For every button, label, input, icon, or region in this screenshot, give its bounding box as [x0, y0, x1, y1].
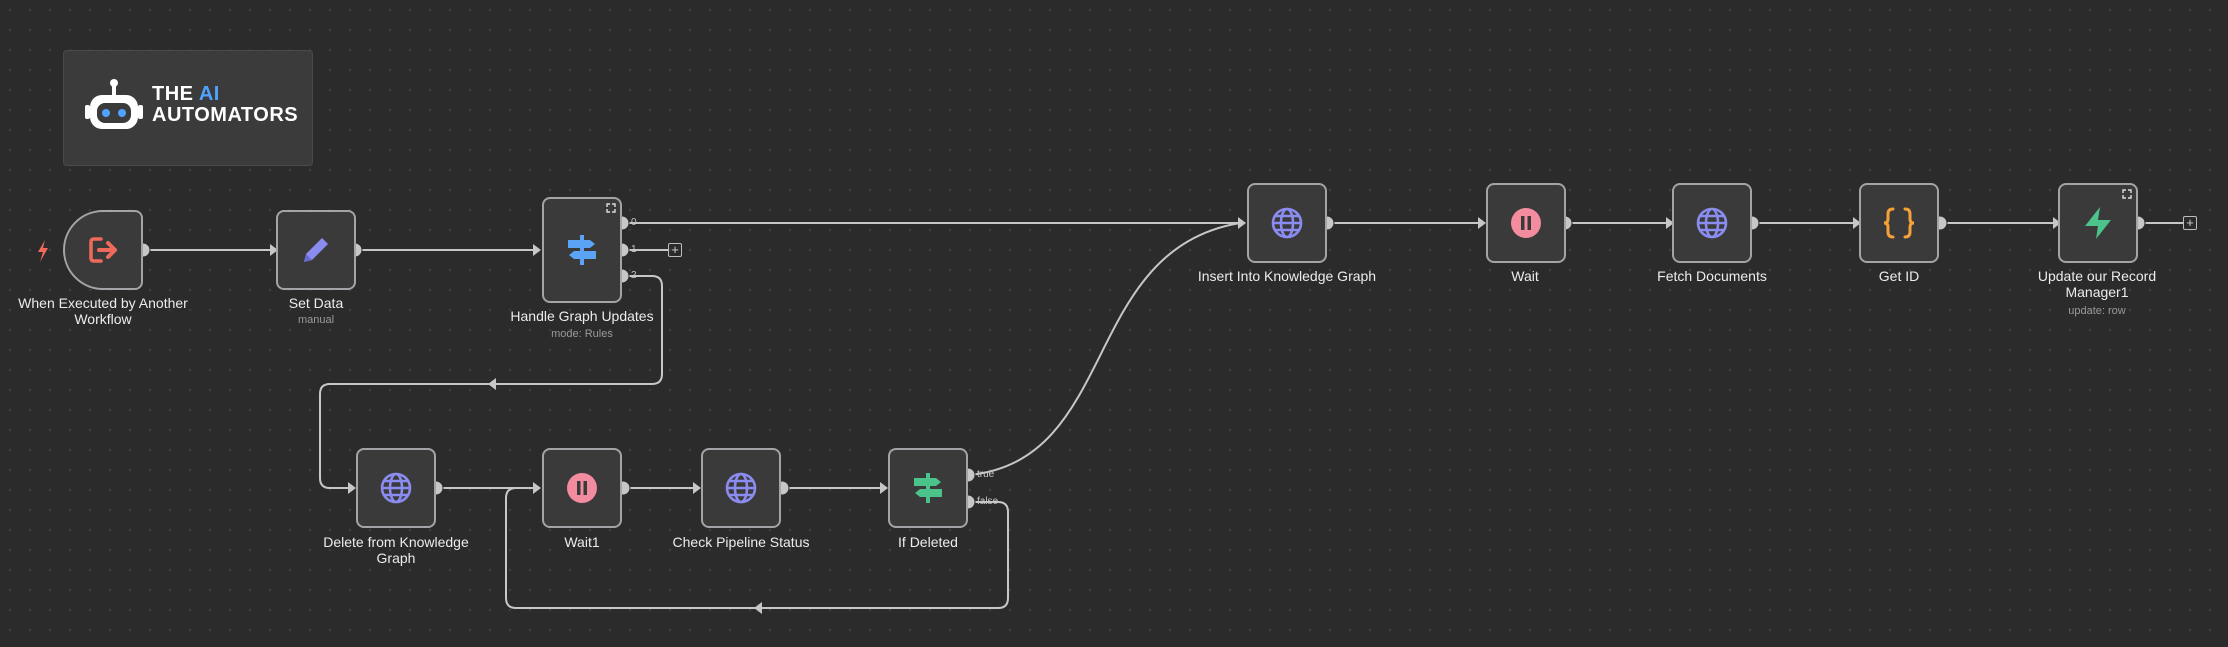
signpost-icon	[914, 473, 942, 503]
signpost-icon	[568, 235, 596, 265]
arrow-icon	[754, 602, 762, 614]
arrow-icon	[533, 244, 541, 256]
arrow-icon	[2053, 217, 2061, 229]
output-label-true: true	[977, 469, 995, 480]
arrow-icon	[348, 482, 356, 494]
lightning-icon	[38, 240, 48, 262]
connection-iftrue-insert	[968, 222, 1241, 476]
expand-icon[interactable]	[2122, 189, 2132, 199]
node-get-id[interactable]	[1859, 183, 1939, 263]
add-node-button[interactable]: +	[668, 243, 682, 257]
supabase-icon	[2085, 207, 2111, 239]
node-wait[interactable]	[1486, 183, 1566, 263]
arrow-icon	[488, 378, 496, 390]
pause-icon	[1511, 208, 1541, 238]
node-update-record-manager[interactable]	[2058, 183, 2138, 263]
pause-icon	[567, 473, 597, 503]
node-label: If Deleted	[898, 534, 958, 550]
expand-icon[interactable]	[606, 203, 616, 213]
node-if-deleted[interactable]	[888, 448, 968, 528]
arrow-icon	[880, 482, 888, 494]
arrow-icon	[1853, 217, 1861, 229]
globe-icon	[1696, 207, 1728, 239]
node-label: Insert Into Knowledge Graph	[1197, 268, 1377, 284]
node-subtitle: update: row	[2068, 305, 2126, 317]
node-check-pipeline-status[interactable]	[701, 448, 781, 528]
add-node-button[interactable]: +	[2183, 216, 2197, 230]
pencil-icon	[304, 238, 328, 262]
node-label: Wait	[1511, 268, 1539, 284]
node-insert-into-knowledge-graph[interactable]	[1247, 183, 1327, 263]
braces-icon	[1883, 207, 1915, 239]
arrow-icon	[1666, 217, 1674, 229]
output-label: 2	[631, 270, 637, 281]
globe-icon	[380, 472, 412, 504]
node-label: When Executed by Another Workflow	[18, 295, 188, 327]
arrow-icon	[1478, 217, 1486, 229]
robot-logo-icon	[85, 79, 143, 129]
exit-arrow-icon	[89, 237, 117, 263]
node-label: Set Data	[288, 295, 344, 311]
node-label: Fetch Documents	[1657, 268, 1767, 284]
arrow-icon	[270, 244, 278, 256]
node-when-executed[interactable]	[63, 210, 143, 290]
sticky-note-logo[interactable]: THE AI AUTOMATORS	[63, 50, 313, 166]
node-label: Delete from Knowledge Graph	[323, 534, 469, 566]
logo-text: THE AI AUTOMATORS	[152, 83, 299, 126]
node-delete-from-knowledge-graph[interactable]	[356, 448, 436, 528]
node-wait1[interactable]	[542, 448, 622, 528]
node-label: Wait1	[564, 534, 600, 550]
globe-icon	[725, 472, 757, 504]
node-label: Update our Record Manager1	[2037, 268, 2157, 300]
node-label: Handle Graph Updates	[510, 308, 654, 324]
node-subtitle: mode: Rules	[551, 328, 613, 340]
globe-icon	[1271, 207, 1303, 239]
output-label: 0	[631, 217, 637, 228]
arrow-icon	[533, 482, 541, 494]
node-subtitle: manual	[297, 314, 335, 326]
node-label: Check Pipeline Status	[672, 534, 810, 550]
output-label-false: false	[977, 496, 999, 507]
node-label: Get ID	[1878, 268, 1920, 284]
node-set-data[interactable]	[276, 210, 356, 290]
arrow-icon	[693, 482, 701, 494]
output-label: 1	[631, 244, 637, 255]
node-fetch-documents[interactable]	[1672, 183, 1752, 263]
node-handle-graph-updates[interactable]	[542, 197, 622, 303]
arrow-icon	[1238, 217, 1246, 229]
